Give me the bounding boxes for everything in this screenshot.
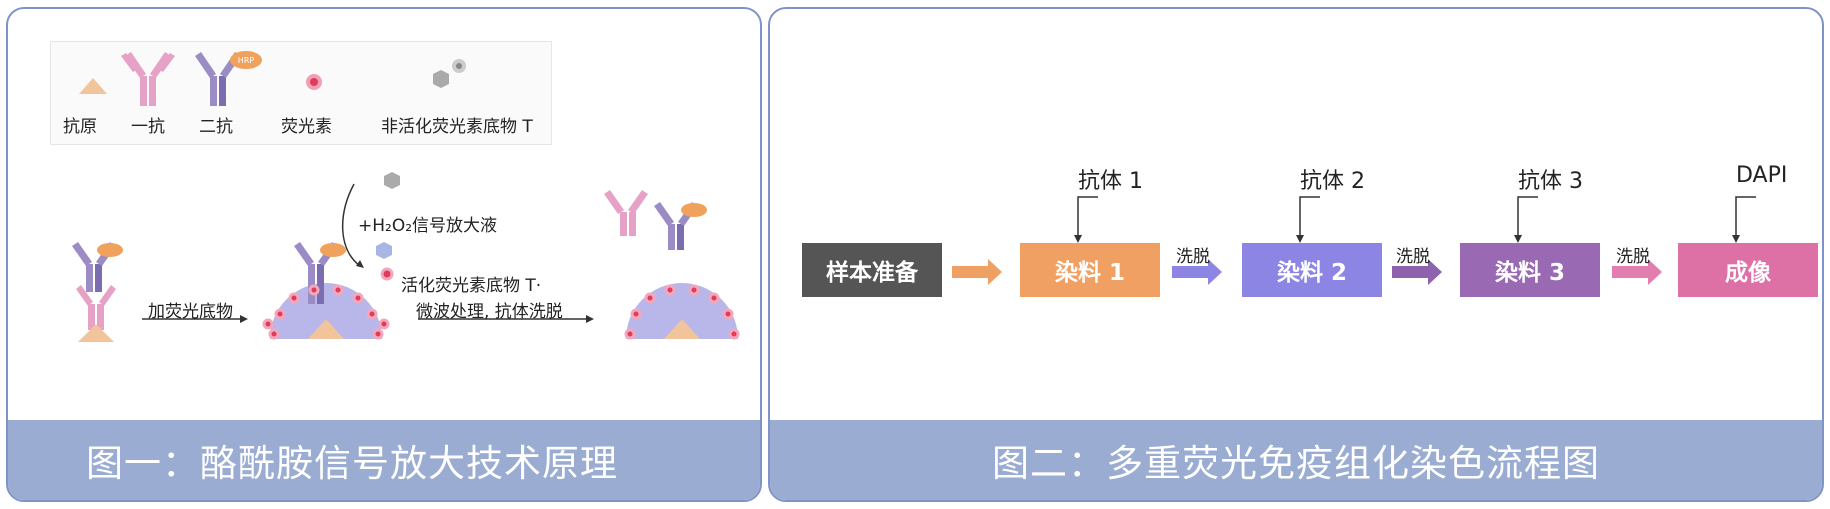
antibody-label-2: 抗体 2 xyxy=(1300,169,1365,194)
flow-arrow-2 xyxy=(1172,259,1222,285)
hrp-badge-text: HRP xyxy=(238,56,255,65)
legend-primary-label: 一抗 xyxy=(131,117,165,137)
wash-label-2: 洗脱 xyxy=(1396,247,1430,267)
caption-bar-left: 图一：酪酰胺信号放大技术原理 xyxy=(8,420,760,500)
pointer-arrow-3 xyxy=(1514,196,1538,243)
antibody-label-3: 抗体 3 xyxy=(1518,169,1583,194)
antigen-icon xyxy=(79,78,107,94)
pointer-arrow-2 xyxy=(1296,196,1320,243)
stage1-complex xyxy=(72,242,123,342)
substrate-icon xyxy=(433,59,466,88)
legend-icons: HRP xyxy=(79,51,466,106)
antibody-label-4: DAPI xyxy=(1736,163,1788,188)
tsa-mechanism-illustration xyxy=(72,172,740,342)
caption-bar-right: 图二：多重荧光免疫组化染色流程图 xyxy=(770,420,1822,500)
tsa-principle-panel: HRP 抗原 一抗 二抗 荧光素 非活化荧光素底物 T xyxy=(6,7,762,502)
primary-antibody-icon xyxy=(121,52,175,106)
legend-fluor-label: 荧光素 xyxy=(281,117,332,137)
step-box-4: 染料 3 xyxy=(1460,243,1600,297)
wash-label-1: 洗脱 xyxy=(1176,247,1210,267)
mihc-workflow-panel: 样本准备 染料 1 抗体 1 染料 2 抗体 2 染料 3 抗体 3 成像 DAPI 洗脱 洗脱 洗脱… xyxy=(768,7,1824,502)
step-box-1: 样本准备 xyxy=(802,243,942,297)
legend-substrate-label: 非活化荧光素底物 T xyxy=(381,117,533,137)
legend-secondary-label: 二抗 xyxy=(199,117,233,137)
flow-arrow-3 xyxy=(1392,259,1442,285)
activated-substrate-label: 活化荧光素底物 T· xyxy=(401,276,542,296)
microwave-elution-label: 微波处理, 抗体洗脱 xyxy=(416,302,563,322)
pointer-arrow-4 xyxy=(1732,196,1756,243)
pointer-arrow-1 xyxy=(1074,196,1098,243)
h2o2-label: +H₂O₂信号放大液 xyxy=(358,216,498,236)
step-box-5: 成像 xyxy=(1678,243,1818,297)
flow-arrow-1 xyxy=(952,259,1002,285)
figure-1-caption: 图一：酪酰胺信号放大技术原理 xyxy=(86,442,618,485)
add-substrate-label: 加荧光底物 xyxy=(148,302,233,322)
legend-antigen-label: 抗原 xyxy=(63,117,97,137)
stage2-amplified xyxy=(262,242,390,340)
wash-label-3: 洗脱 xyxy=(1616,247,1650,267)
step-box-2: 染料 1 xyxy=(1020,243,1160,297)
step-box-3: 染料 2 xyxy=(1242,243,1382,297)
secondary-antibody-icon xyxy=(195,51,262,106)
figure-2-caption: 图二：多重荧光免疫组化染色流程图 xyxy=(992,442,1600,485)
antibody-label-1: 抗体 1 xyxy=(1078,169,1143,194)
flow-arrow-4 xyxy=(1612,259,1662,285)
stage3-eluted xyxy=(604,190,740,340)
legend: HRP 抗原 一抗 二抗 荧光素 非活化荧光素底物 T xyxy=(50,41,552,145)
